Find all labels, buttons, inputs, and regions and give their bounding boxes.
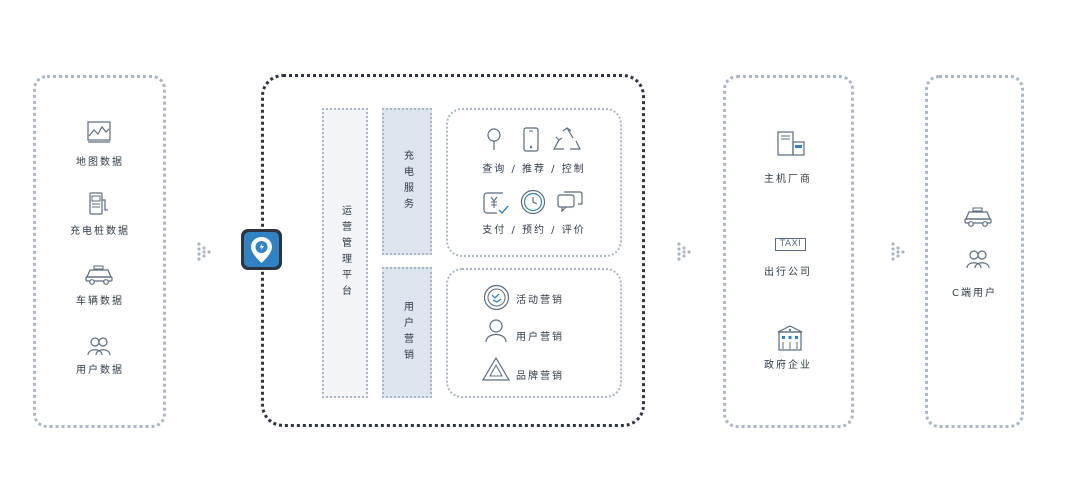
users-icon [966, 250, 990, 269]
charging-pile-icon [89, 192, 108, 215]
charging-features-box [446, 108, 622, 257]
clock-icon [520, 189, 546, 215]
search-pin-icon [487, 128, 501, 150]
charging-row-label: 查询 / 推荐 / 控制 [482, 164, 586, 175]
factory-icon [777, 131, 805, 156]
car-icon [964, 207, 992, 227]
flow-arrow-icon [677, 242, 691, 261]
end-user-panel [925, 75, 1024, 428]
map-chart-icon [87, 121, 111, 143]
payment-icon [483, 192, 509, 215]
partners-panel [723, 75, 854, 428]
taxi-sign-icon: TAXI [775, 238, 806, 251]
chat-icon [557, 191, 583, 213]
data-source-label: 车辆数据 [76, 296, 124, 307]
car-icon [85, 265, 113, 285]
users-icon [87, 337, 111, 356]
charging-service-column: 充电服务 [382, 108, 432, 255]
marketing-item-label: 活动营销 [516, 295, 564, 306]
data-sources-panel [33, 75, 166, 428]
phone-icon [523, 127, 539, 152]
partner-label: 政府企业 [764, 360, 812, 371]
user-marketing-label: 用户营销 [401, 300, 413, 365]
marketing-features-box [446, 268, 622, 398]
flow-arrow-icon [197, 242, 211, 261]
end-user-label: C端用户 [952, 288, 997, 299]
data-source-label: 充电桩数据 [70, 226, 130, 237]
data-source-label: 用户数据 [76, 365, 124, 376]
location-pin-icon [251, 237, 272, 263]
brand-triangle-icon [482, 357, 510, 381]
ops-platform-label: 运营管理平台 [339, 205, 351, 301]
flow-arrow-icon [891, 242, 905, 261]
partner-label: 出行公司 [764, 267, 812, 278]
marketing-item-label: 用户营销 [516, 332, 564, 343]
charging-service-label: 充电服务 [401, 149, 413, 214]
government-building-icon [777, 325, 803, 351]
charging-row-label: 支付 / 预约 / 评价 [482, 225, 586, 236]
data-source-label: 地图数据 [76, 157, 124, 168]
user-marketing-column: 用户营销 [382, 267, 432, 398]
partner-label: 主机厂商 [764, 174, 812, 185]
recycle-icon [553, 127, 581, 150]
marketing-item-label: 品牌营销 [516, 371, 564, 382]
user-icon [485, 319, 507, 343]
activity-icon [483, 284, 510, 311]
ops-platform-column: 运营管理平台 [322, 108, 368, 398]
